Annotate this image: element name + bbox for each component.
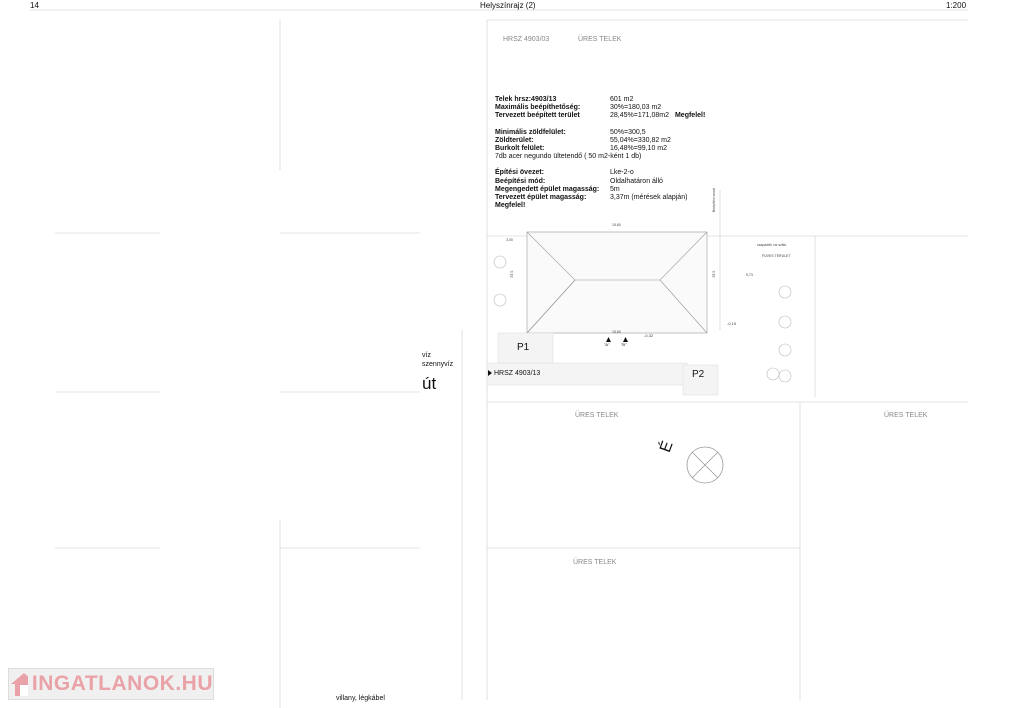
stat-value: 30%=180,03 m2 <box>610 104 662 112</box>
rain-water-label: csapadék víz szikk. <box>757 243 788 247</box>
stat-label: Tervezett épület magasság: <box>495 194 587 202</box>
trees <box>493 255 792 383</box>
water-utility-label: víz <box>422 352 431 359</box>
logo-text: INGATLANOK.HU <box>31 672 213 695</box>
entrance-b: "B" <box>621 342 627 347</box>
entrance-markers <box>488 337 628 376</box>
hrsz-top-label: HRSZ 4903/03 <box>503 36 550 43</box>
empty-plot-label: ÜRES TELEK <box>578 36 622 43</box>
empty-plot-label: ÜRES TELEK <box>573 559 617 566</box>
stat-value: 50%=300,5 <box>610 128 646 136</box>
building-line-label: Beépítési vonal <box>711 188 716 212</box>
stat-value: 3,37m (mérések alapján) <box>610 194 688 202</box>
stat-label: Beépítési mód: <box>495 177 546 185</box>
electricity-label: villany, légkábel <box>336 695 385 702</box>
drawing-scale: 1:200 <box>946 1 967 10</box>
stat-label: Telek hrsz:4903/13 <box>495 96 557 103</box>
watermark-logo: INGATLANOK.HU <box>8 668 214 700</box>
dimension-label: 9,18 <box>711 270 716 278</box>
parking-p1: P1 <box>517 342 530 353</box>
stat-value: 16,48%=99,10 m2 <box>610 145 668 153</box>
drawing-title: Helyszínrajz (2) <box>480 1 536 10</box>
road-label: út <box>422 374 437 393</box>
stat-label: Megengedett épület magasság: <box>495 185 600 193</box>
dimension-label: 15,60 <box>612 223 621 227</box>
level-label: -0,15 <box>727 321 737 326</box>
stat-label: Minimális zöldfelület: <box>495 128 566 136</box>
building-roof <box>526 231 708 334</box>
plot-hrsz-label: HRSZ 4903/13 <box>494 370 541 377</box>
dimension-label: 9,73 <box>746 273 753 277</box>
grass-area-label: FÜVES TERÜLET <box>762 254 791 258</box>
page-number: 14 <box>30 1 39 10</box>
stat-label: Maximális beépíthetőség: <box>495 104 581 112</box>
compass <box>686 446 724 484</box>
stat-value: 28,45%=171,08m2 <box>610 112 669 120</box>
stat-label: Tervezett beépített terület <box>495 112 580 120</box>
compliance-note: Megfelel! <box>674 112 706 120</box>
entrance-a: "A" <box>604 342 610 347</box>
building-stats: Telek hrsz:4903/13 601 m2 Maximális beépí… <box>495 96 705 210</box>
house-icon <box>11 673 28 696</box>
parking-p2: P2 <box>692 369 705 380</box>
stat-value: Oldalhatáron álló <box>610 177 663 185</box>
stat-label: Zöldterület: <box>495 136 534 144</box>
dimension-label: 15,60 <box>612 330 621 334</box>
stat-value: 5m <box>610 185 620 193</box>
stat-value: 55,04%=330,82 m2 <box>610 136 671 144</box>
empty-plot-label: ÜRES TELEK <box>575 412 619 419</box>
stat-value: 601 m2 <box>610 96 634 103</box>
stat-value: Lke-2-o <box>610 169 634 177</box>
sewage-utility-label: szennyvíz <box>422 361 454 368</box>
trees-note: 7db acer negundo ültetendő ( 50 m2-ként … <box>495 153 642 161</box>
level-label: -0,32 <box>644 333 654 338</box>
empty-plot-label: ÜRES TELEK <box>884 412 928 419</box>
dimension-label: 9,18 <box>509 270 514 278</box>
dimension-label: 3,00 <box>506 238 513 242</box>
stat-label: Burkolt felület: <box>495 145 545 153</box>
paved-areas <box>486 332 719 396</box>
compliance-note: Megfelel! <box>495 202 526 210</box>
stat-label: Építési övezet: <box>495 169 545 177</box>
